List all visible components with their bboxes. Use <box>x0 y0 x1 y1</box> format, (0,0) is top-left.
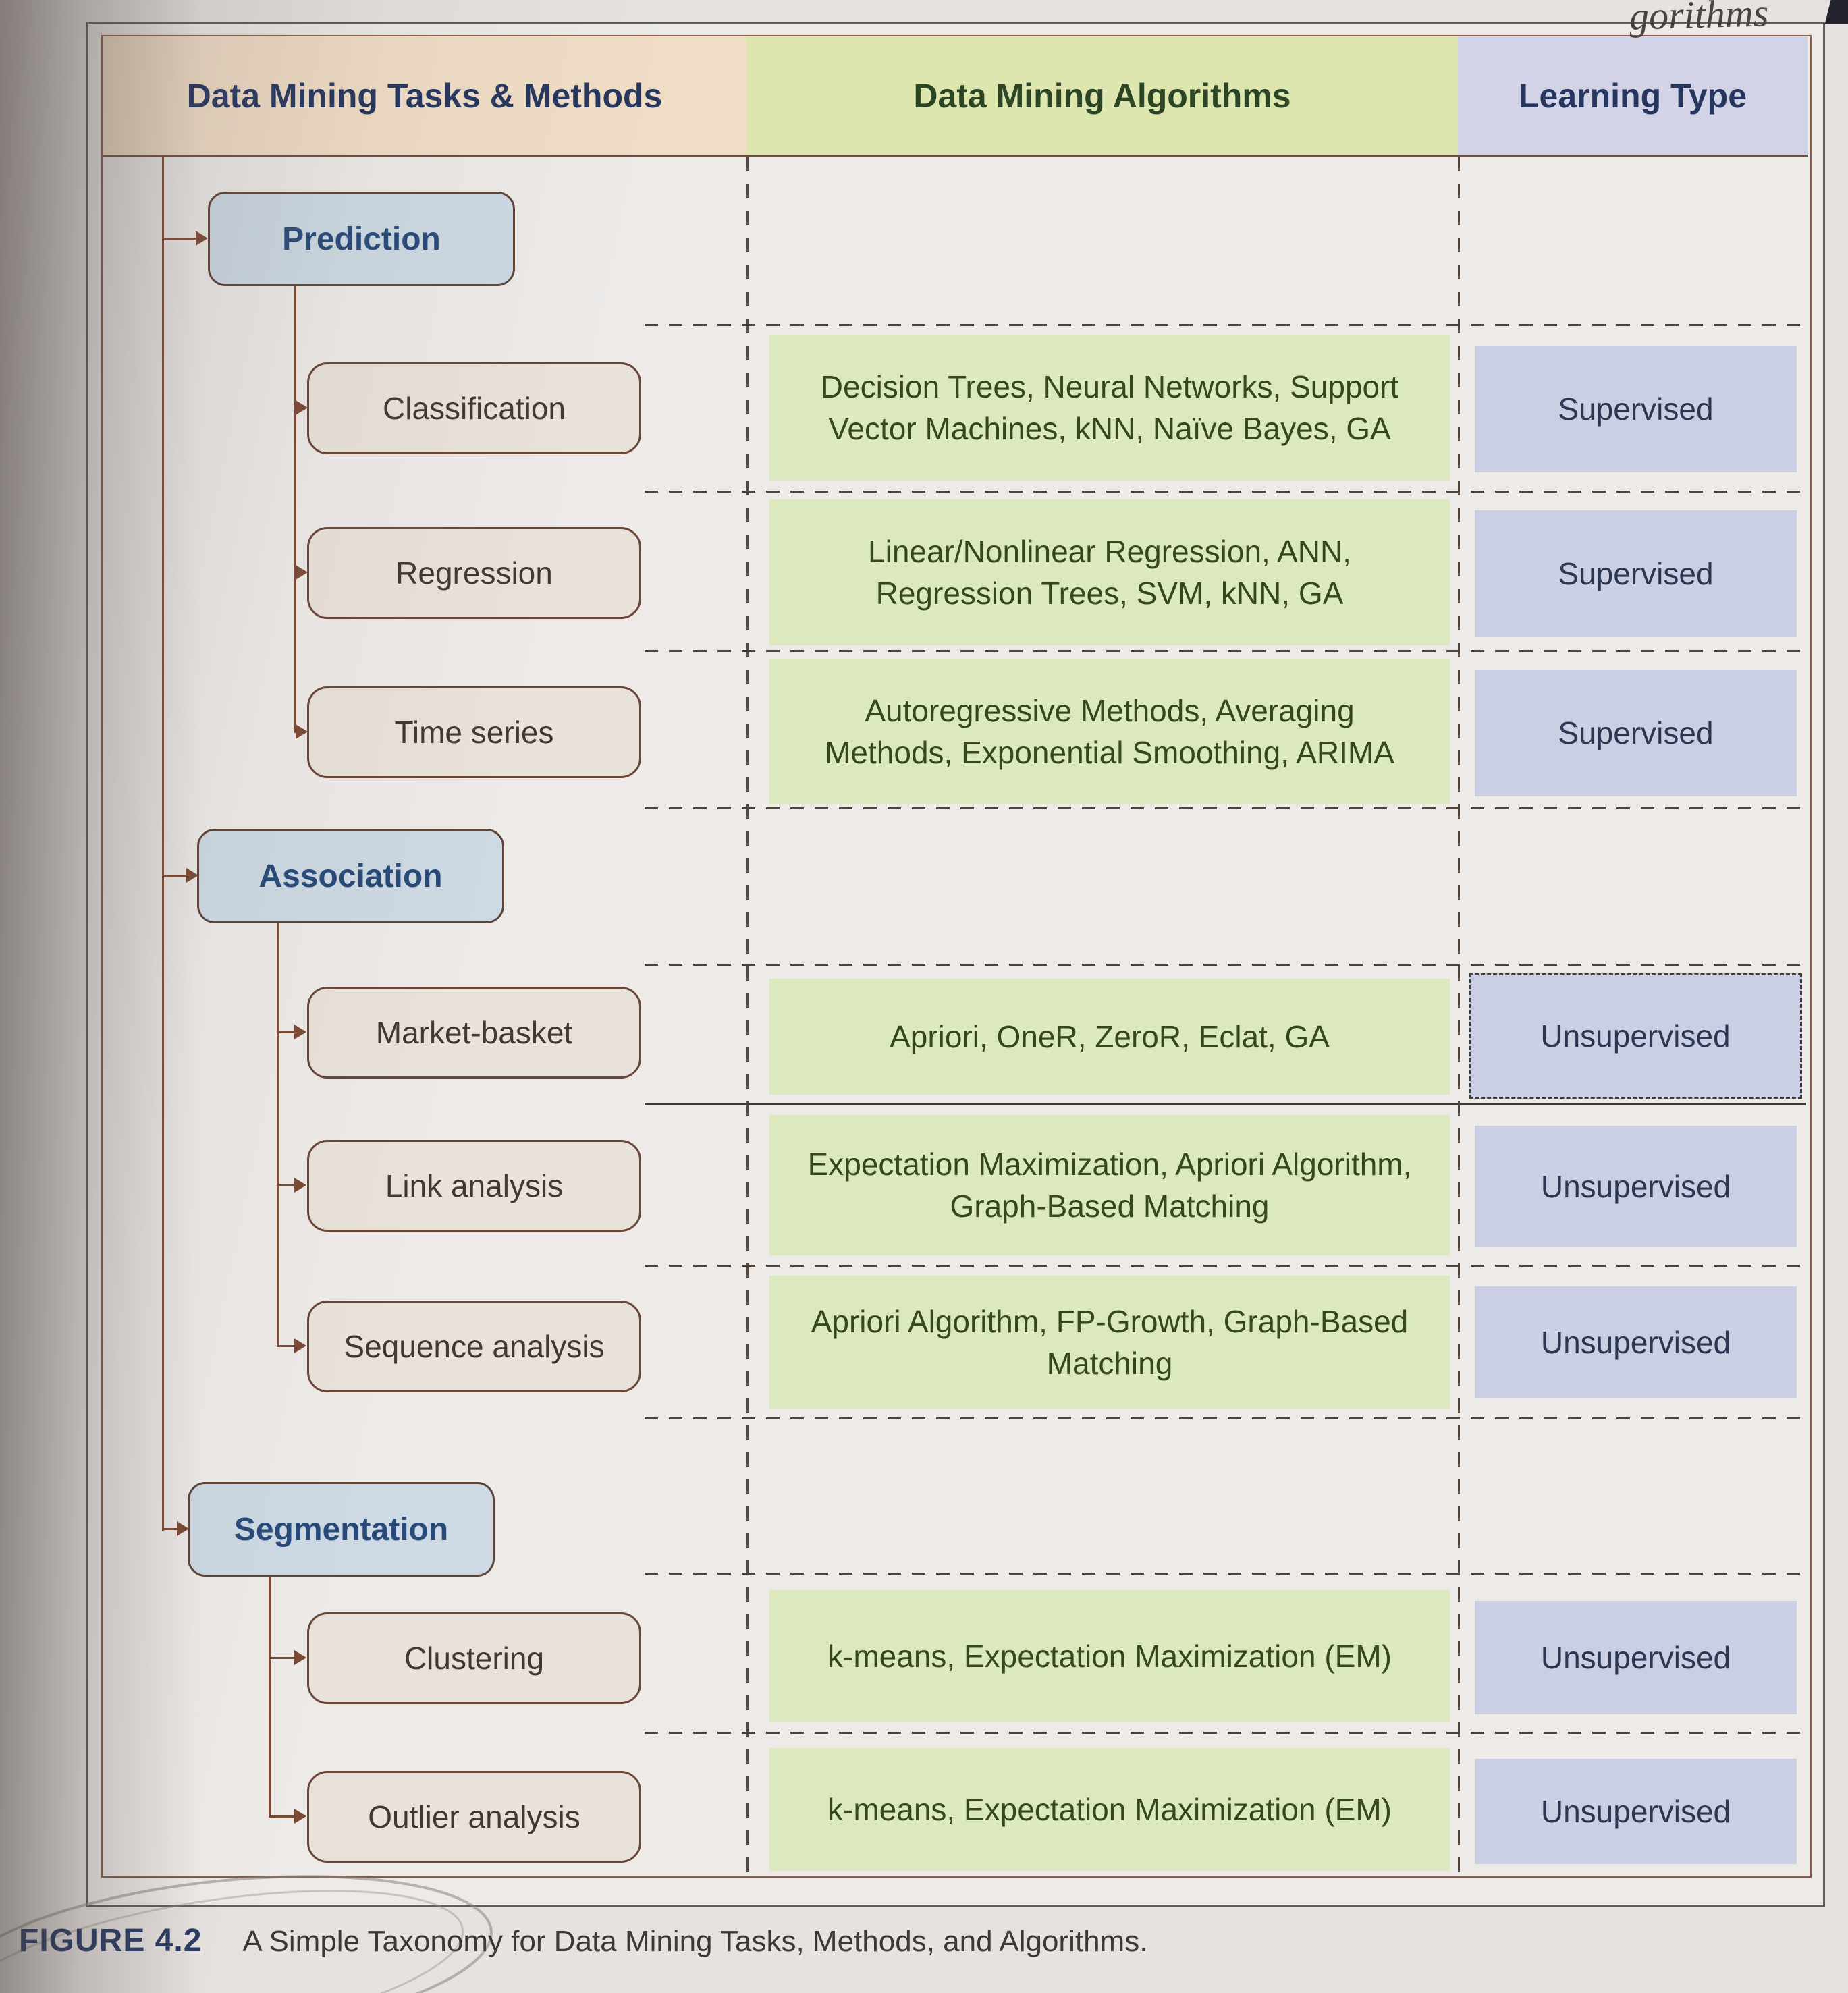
algorithms-cell: Expectation Maximization, Apriori Algori… <box>769 1115 1450 1255</box>
arrowhead-segmentation-icon <box>177 1521 189 1536</box>
figure-caption: FIGURE 4.2 A Simple Taxonomy for Data Mi… <box>19 1922 1147 1959</box>
algorithms-cell: Apriori Algorithm, FP-Growth, Graph-Base… <box>769 1276 1450 1409</box>
algorithms-cell: k-means, Expectation Maximization (EM) <box>769 1590 1450 1722</box>
algorithms-cell: Autoregressive Methods, Averaging Method… <box>769 659 1450 804</box>
tree-trunk-line <box>162 157 164 1531</box>
branch-line-clustering <box>269 1657 296 1659</box>
learning-type-cell: Unsupervised <box>1475 1126 1797 1247</box>
branch-line-outlier-analysis <box>269 1815 296 1818</box>
running-page-header-fragment: gorithms <box>1628 0 1769 38</box>
method-box-clustering: Clustering <box>307 1612 641 1704</box>
row-divider <box>645 807 1806 809</box>
learning-type-cell: Unsupervised <box>1475 1759 1797 1864</box>
tree-child-trunk-prediction <box>294 286 296 732</box>
row-divider <box>645 491 1806 493</box>
column-divider-2 <box>1458 157 1460 1874</box>
algorithms-cell: k-means, Expectation Maximization (EM) <box>769 1748 1450 1871</box>
method-box-link-analysis: Link analysis <box>307 1140 641 1232</box>
category-box-association: Association <box>197 829 504 923</box>
category-box-prediction: Prediction <box>208 192 515 286</box>
row-divider-solid <box>645 1103 1806 1105</box>
branch-line-prediction <box>162 238 197 240</box>
row-divider <box>645 1573 1806 1575</box>
row-divider <box>645 1417 1806 1419</box>
arrowhead-classification-icon <box>296 400 308 415</box>
arrowhead-link-analysis-icon <box>294 1178 306 1193</box>
branch-line-association <box>162 875 188 877</box>
learning-type-cell: Unsupervised <box>1475 1286 1797 1398</box>
figure-caption-text: A Simple Taxonomy for Data Mining Tasks,… <box>242 1925 1148 1958</box>
column-divider-1 <box>746 157 749 1874</box>
arrowhead-regression-icon <box>296 565 308 580</box>
method-box-market-basket: Market-basket <box>307 987 641 1079</box>
method-box-time-series: Time series <box>307 686 641 778</box>
algorithms-cell: Apriori, OneR, ZeroR, Eclat, GA <box>769 979 1450 1095</box>
arrowhead-sequence-analysis-icon <box>294 1338 306 1353</box>
arrowhead-time-series-icon <box>296 724 308 739</box>
arrowhead-outlier-analysis-icon <box>294 1809 306 1824</box>
page-number-fragment <box>1824 0 1848 24</box>
column-header-learning-type: Learning Type <box>1458 36 1808 157</box>
branch-line-market-basket <box>277 1031 296 1033</box>
learning-type-cell: Supervised <box>1475 510 1797 637</box>
row-divider <box>645 1732 1806 1734</box>
tree-child-trunk-segmentation <box>269 1577 271 1817</box>
arrowhead-market-basket-icon <box>294 1025 306 1039</box>
row-divider <box>645 324 1806 326</box>
arrowhead-association-icon <box>186 868 198 883</box>
figure-caption-label: FIGURE 4.2 <box>19 1923 202 1959</box>
learning-type-cell-emphasized: Unsupervised <box>1469 973 1802 1099</box>
method-box-sequence-analysis: Sequence analysis <box>307 1301 641 1392</box>
algorithms-cell: Linear/Nonlinear Regression, ANN, Regres… <box>769 499 1450 645</box>
learning-type-cell: Supervised <box>1475 346 1797 472</box>
category-box-segmentation: Segmentation <box>188 1482 495 1577</box>
arrowhead-clustering-icon <box>294 1650 306 1665</box>
method-box-outlier-analysis: Outlier analysis <box>307 1771 641 1863</box>
learning-type-cell: Supervised <box>1475 670 1797 796</box>
row-divider <box>645 650 1806 652</box>
learning-type-cell: Unsupervised <box>1475 1601 1797 1714</box>
tree-child-trunk-association <box>277 923 279 1345</box>
branch-line-link-analysis <box>277 1184 296 1186</box>
branch-line-sequence-analysis <box>277 1345 296 1347</box>
method-box-classification: Classification <box>307 362 641 454</box>
method-box-regression: Regression <box>307 527 641 619</box>
algorithms-cell: Decision Trees, Neural Networks, Support… <box>769 335 1450 481</box>
column-header-algorithms: Data Mining Algorithms <box>746 36 1458 157</box>
row-divider <box>645 1265 1806 1267</box>
row-divider <box>645 964 1806 966</box>
arrowhead-prediction-icon <box>196 231 208 246</box>
column-header-tasks-methods: Data Mining Tasks & Methods <box>103 36 746 157</box>
